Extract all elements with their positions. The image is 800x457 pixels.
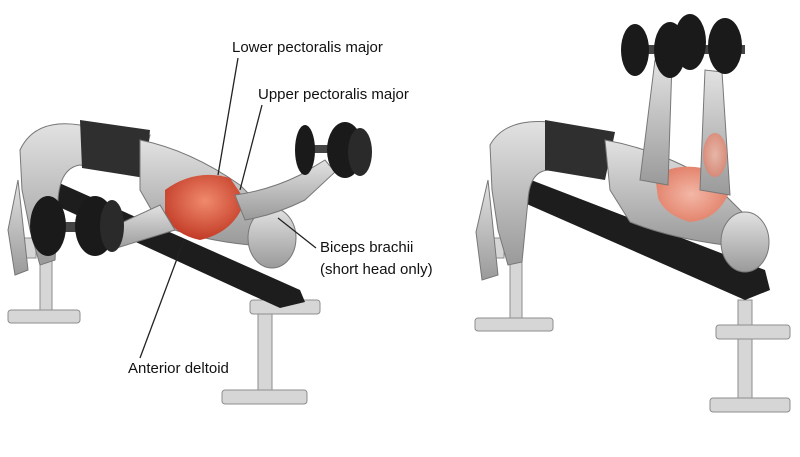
right-dumbbells: [621, 14, 745, 78]
left-figure: [7, 120, 372, 405]
left-arm-raised: [234, 159, 336, 221]
right-shorts: [545, 120, 615, 180]
right-arm-far: [639, 59, 673, 186]
callout-line-deltoid: [139, 239, 185, 359]
right-head: [720, 211, 770, 273]
label-biceps-short-head: (short head only): [320, 261, 433, 278]
callout-line-lower-pec: [217, 57, 239, 176]
label-upper-pectoralis: Upper pectoralis major: [258, 86, 409, 103]
callout-line-upper-pec: [239, 104, 263, 191]
left-shorts: [80, 120, 150, 178]
label-lower-pectoralis: Lower pectoralis major: [232, 39, 383, 56]
label-biceps-brachii: Biceps brachii: [320, 239, 414, 256]
left-dumbbell-raised: [295, 122, 372, 178]
label-anterior-deltoid: Anterior deltoid: [128, 360, 229, 377]
left-dumbbell-lowered: [30, 196, 124, 256]
left-pectoralis-highlight: [165, 174, 245, 240]
right-bench-pad: [495, 170, 770, 300]
left-bench-frame: [7, 237, 321, 405]
right-figure: [474, 14, 791, 413]
right-bench-frame: [474, 237, 791, 413]
callout-lines: [139, 57, 317, 359]
callout-line-biceps: [277, 217, 317, 249]
